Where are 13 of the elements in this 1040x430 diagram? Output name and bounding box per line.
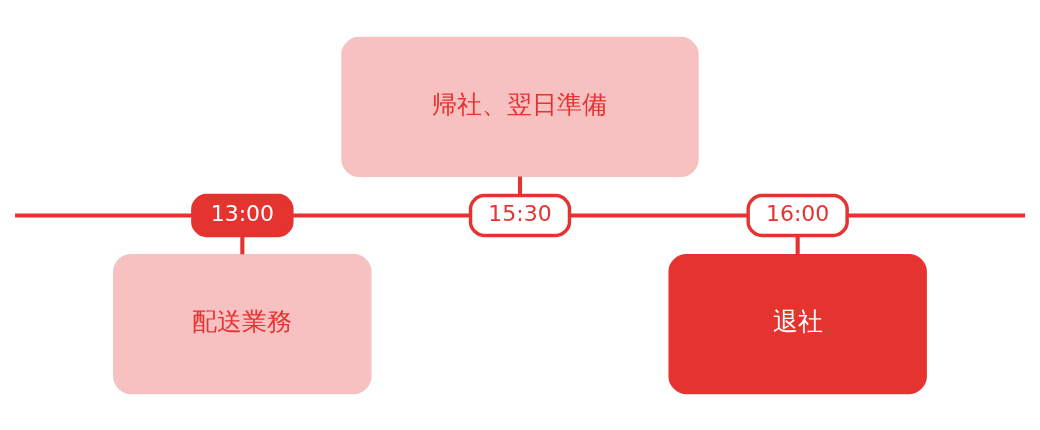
connector: [569, 212, 748, 218]
connector: [240, 235, 245, 254]
node-box: 16:00: [746, 193, 849, 237]
node-box: 帰社、翌日準備: [341, 36, 699, 177]
node-box: 13:00: [191, 193, 294, 237]
connector: [517, 176, 523, 195]
node-box: 退社: [668, 253, 927, 394]
connector: [292, 212, 471, 218]
node-box: 15:30: [468, 193, 572, 237]
node-box: 配送業務: [113, 253, 372, 394]
connector: [15, 212, 193, 218]
connector: [847, 212, 1026, 218]
connector: [795, 235, 800, 254]
